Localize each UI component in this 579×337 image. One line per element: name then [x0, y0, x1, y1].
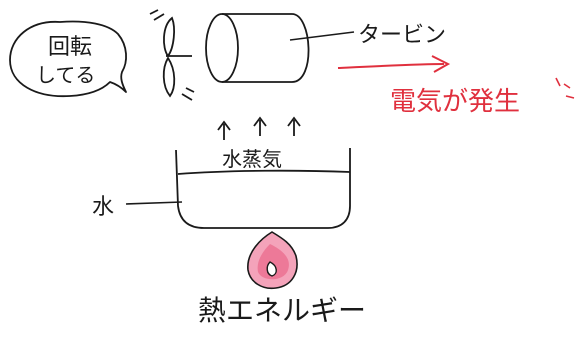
electricity-label: 電気が発生 — [390, 87, 520, 117]
turbine-cylinder — [205, 13, 310, 83]
water-label: 水 — [92, 195, 114, 220]
rotating-label-line1: 回転 — [48, 35, 92, 60]
speech-bubble: 回転 してる — [9, 20, 127, 98]
turbine-leader-line — [289, 31, 355, 41]
rotating-label-line2: してる — [36, 63, 95, 87]
water-leader-line — [125, 201, 183, 205]
sparkle-icon — [555, 77, 575, 99]
water-container — [175, 148, 351, 229]
flame-icon — [247, 231, 298, 290]
heat-energy-label: 熱エネルギー — [198, 294, 366, 327]
electricity-arrow — [337, 55, 451, 73]
turbine-label: タービン — [358, 23, 446, 48]
fan-icon — [149, 9, 195, 101]
steam-label: 水蒸気 — [222, 147, 282, 171]
steam-arrows — [217, 116, 301, 140]
